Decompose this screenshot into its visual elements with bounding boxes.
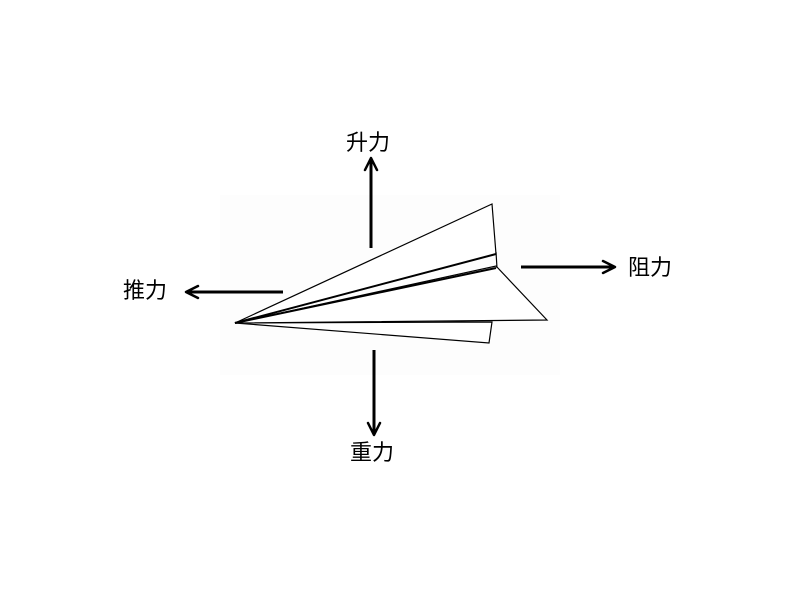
plane-wing-rear-edge [495, 251, 498, 269]
thrust-arrow [184, 284, 283, 300]
plane-center-fold [234, 253, 497, 324]
plane-keel-fold [234, 267, 497, 324]
paper-airplane [234, 203, 549, 344]
gravity-label: 重力 [350, 441, 394, 466]
lift-arrow [363, 156, 379, 248]
gravity-arrow [366, 350, 382, 437]
drag-label: 阻力 [628, 256, 672, 281]
plane-lower-flap [234, 321, 493, 344]
thrust-label: 推力 [123, 279, 167, 304]
drag-arrow [521, 259, 617, 275]
lift-label: 升力 [346, 131, 390, 156]
